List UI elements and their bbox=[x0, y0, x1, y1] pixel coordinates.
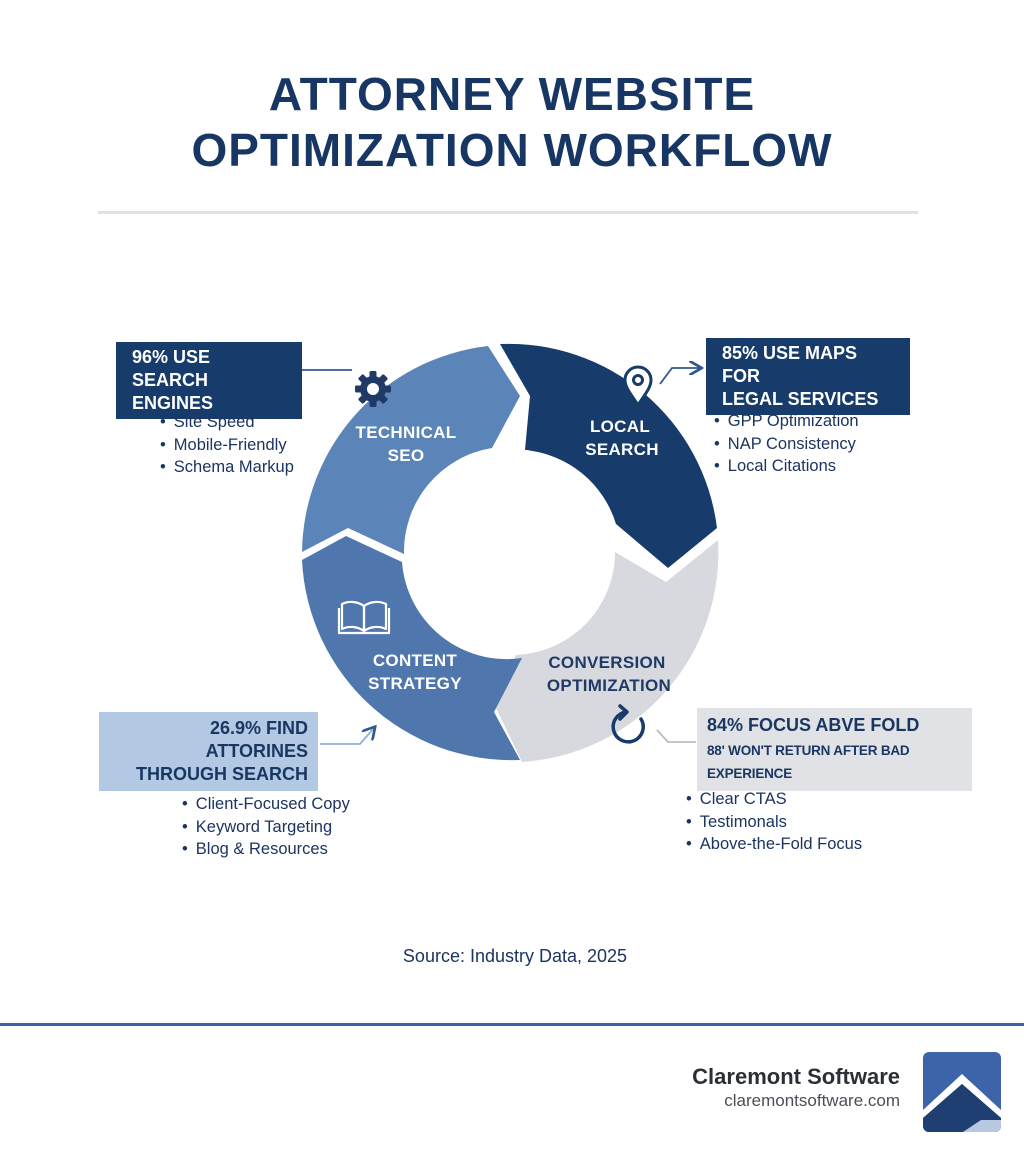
source-note: Source: Industry Data, 2025 bbox=[402, 946, 628, 966]
list-item: Client-Focused Copy bbox=[182, 793, 350, 816]
content-stat-box: 26.9% FIND ATTORINES THROUGH SEARCH bbox=[99, 712, 318, 791]
content-stat-line-2: THROUGH SEARCH bbox=[135, 764, 308, 784]
conversion-bullet-list: Clear CTAS Testimonals Above-the-Fold Fo… bbox=[686, 788, 862, 856]
conversion-stat-box: 84% FOCUS ABVE FOLD 88' WON'T RETURN AFT… bbox=[697, 708, 972, 791]
open-book-icon bbox=[337, 600, 391, 635]
conversion-stat-line-2: 88' WON'T RETURN AFTER BAD EXPERIENCE bbox=[707, 743, 910, 781]
list-item: Local Citations bbox=[714, 455, 859, 478]
cycle-center bbox=[409, 449, 615, 655]
technical-seo-label-line-1: TECHNICAL bbox=[356, 423, 457, 442]
local-search-label-line-2: SEARCH bbox=[585, 440, 659, 459]
conversion-optimization-label-line-2: OPTIMIZATION bbox=[547, 676, 671, 695]
segment-content-strategy bbox=[302, 536, 522, 761]
local-stat-box: 85% USE MAPS FOR LEGAL SERVICES bbox=[706, 338, 910, 415]
footer-divider bbox=[0, 1023, 1024, 1026]
technical-seo-label-line-2: SEO bbox=[388, 446, 425, 465]
local-stat-line-1: 85% USE MAPS FOR bbox=[722, 343, 858, 386]
brand-name: Claremont Software bbox=[692, 1064, 900, 1089]
conversion-connector bbox=[656, 729, 696, 743]
title-divider bbox=[98, 211, 918, 214]
list-item: Keyword Targeting bbox=[182, 816, 350, 839]
technical-stat-line-2: SEARCH ENGINES bbox=[132, 370, 214, 413]
content-connector bbox=[320, 728, 374, 745]
list-item: NAP Consistency bbox=[714, 433, 859, 456]
segment-local-search bbox=[500, 343, 717, 568]
list-item: Schema Markup bbox=[160, 456, 294, 479]
conversion-optimization-label-line-1: CONVERSION bbox=[548, 653, 665, 672]
claremont-logo-icon bbox=[923, 1052, 1001, 1132]
list-item: Blog & Resources bbox=[182, 838, 350, 861]
list-item: Mobile-Friendly bbox=[160, 434, 294, 457]
list-item: Site Speed bbox=[160, 411, 294, 434]
gear-icon bbox=[355, 371, 391, 407]
content-bullet-list: Client-Focused Copy Keyword Targeting Bl… bbox=[182, 793, 350, 861]
technical-bullet-list: Site Speed Mobile-Friendly Schema Markup bbox=[160, 411, 294, 479]
local-search-label-line-1: LOCAL bbox=[590, 417, 650, 436]
list-item: GPP Optimization bbox=[714, 410, 859, 433]
list-item: Clear CTAS bbox=[686, 788, 862, 811]
title-line-2: OPTIMIZATION WORKFLOW bbox=[191, 124, 833, 176]
map-pin-icon bbox=[623, 365, 653, 408]
segment-conversion-optimization bbox=[496, 540, 719, 762]
local-connector bbox=[659, 368, 700, 385]
segment-technical-seo bbox=[302, 346, 520, 554]
technical-stat-line-1: 96% USE bbox=[132, 347, 211, 367]
local-bullet-list: GPP Optimization NAP Consistency Local C… bbox=[714, 410, 859, 478]
brand-url-link[interactable]: claremontsoftware.com bbox=[724, 1091, 900, 1110]
list-item: Testimonals bbox=[686, 811, 862, 834]
content-strategy-label-line-1: CONTENT bbox=[373, 651, 458, 670]
refresh-icon bbox=[611, 704, 645, 744]
content-strategy-label-line-2: STRATEGY bbox=[368, 674, 462, 693]
content-stat-line-1: 26.9% FIND ATTORINES bbox=[205, 718, 308, 761]
conversion-stat-line-1: 84% FOCUS ABVE FOLD bbox=[707, 715, 920, 735]
page-title: ATTORNEY WEBSITE OPTIMIZATION WORKFLOW bbox=[0, 66, 1024, 178]
local-stat-line-2: LEGAL SERVICES bbox=[722, 389, 879, 409]
title-line-1: ATTORNEY WEBSITE bbox=[268, 68, 756, 120]
technical-stat-box: 96% USE SEARCH ENGINES bbox=[116, 342, 302, 419]
list-item: Above-the-Fold Focus bbox=[686, 833, 862, 856]
